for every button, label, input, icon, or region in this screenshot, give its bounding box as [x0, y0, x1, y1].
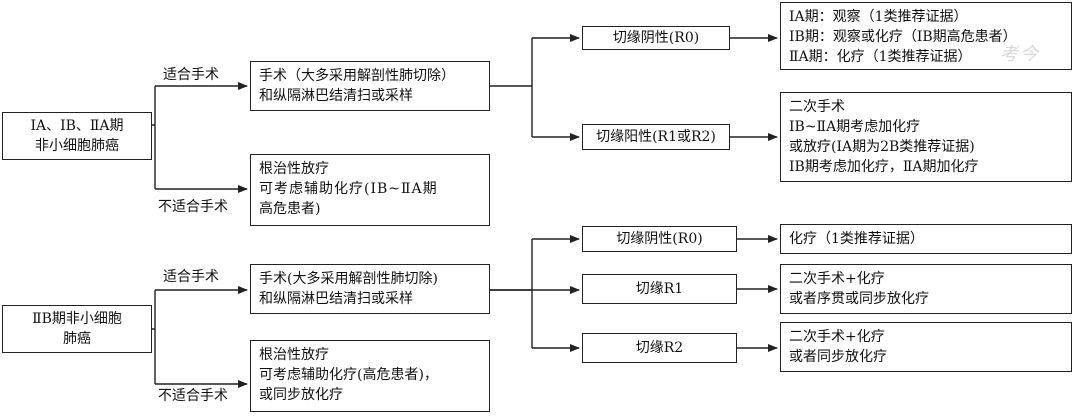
label-surgical-2: 适合手术 — [163, 269, 219, 285]
edge-stage1-trunk — [152, 86, 156, 189]
radiotherapy-box-1-line: 根治性放疗 — [259, 161, 329, 177]
outcome-r2-line-2: 或者同步放化疗 — [789, 349, 887, 365]
outcome-r1-line-2: 二次手术+化疗 — [789, 271, 885, 287]
stage-box-1: ⅠA、ⅠB、ⅡA期 非小细胞肺癌 — [2, 112, 152, 160]
outcome-r0-line-1: ⅠB期：观察或化疗（ⅠB期高危患者） — [789, 29, 1017, 45]
outcome-r0-box-1: ⅠA期：观察（1类推荐证据） ⅠB期：观察或化疗（ⅠB期高危患者） ⅡA期：化疗… — [780, 2, 1072, 70]
radiotherapy-box-1-line: 高危患者) — [259, 201, 321, 217]
margin-r0-box-2: 切缘阴性(R0) — [582, 226, 737, 252]
outcome-r1r2-line-1: ⅠB~ⅡA期考虑加化疗 — [789, 119, 921, 135]
surgery-box-1: 手术（大多采用解剖性肺切除） 和纵隔淋巴结清扫或采样 — [250, 61, 490, 111]
margin-r2-box-2: 切缘R2 — [582, 333, 737, 363]
surgery-box-1-line: 和纵隔淋巴结清扫或采样 — [259, 88, 413, 104]
outcome-r0-line-2: 化疗（1类推荐证据） — [789, 231, 924, 247]
stage-box-2: ⅡB期非小细胞 肺癌 — [2, 305, 152, 353]
stage-box-1-line: ⅠA、ⅠB、ⅡA期 — [30, 118, 124, 134]
margin-r0-label-2: 切缘阴性(R0) — [616, 231, 703, 247]
label-not-surgical-1: 不适合手术 — [158, 199, 228, 215]
stage-box-1-line: 非小细胞肺癌 — [35, 138, 119, 154]
edge-surgery2-split — [490, 239, 533, 348]
surgery-box-1-line: 手术（大多采用解剖性肺切除） — [259, 68, 455, 84]
stage-box-2-line: 肺癌 — [63, 331, 91, 347]
outcome-r1r2-box-1: 二次手术 ⅠB~ⅡA期考虑加化疗 或放疗(ⅠA期为2B类推荐证据) ⅠB期考虑加… — [780, 92, 1072, 182]
margin-r1-label-2: 切缘R1 — [635, 281, 684, 297]
radiotherapy-box-2-line: 根治性放疗 — [259, 347, 329, 363]
outcome-r1r2-line-1: 二次手术 — [789, 99, 845, 115]
outcome-r1r2-line-1: 或放疗(ⅠA期为2B类推荐证据) — [789, 139, 975, 155]
margin-r0-box-1: 切缘阴性(R0) — [582, 26, 730, 50]
label-not-surgical-2: 不适合手术 — [158, 388, 228, 404]
margin-r2-label-2: 切缘R2 — [635, 340, 684, 356]
edge-stage2-trunk — [152, 290, 156, 384]
margin-r1r2-box-1: 切缘阳性(R1或R2) — [582, 124, 730, 150]
label-surgical-1: 适合手术 — [163, 67, 219, 83]
outcome-r0-line-1: ⅡA期：化疗（1类推荐证据） — [789, 49, 972, 65]
radiotherapy-box-2-line: 或同步放化疗 — [259, 387, 343, 403]
outcome-r0-box-2: 化疗（1类推荐证据） — [780, 224, 1072, 254]
outcome-r2-line-2: 二次手术+化疗 — [789, 329, 885, 345]
surgery-box-2-line: 和纵隔淋巴结清扫或采样 — [259, 291, 413, 307]
outcome-r2-box-2: 二次手术+化疗 或者同步放化疗 — [780, 322, 1072, 372]
radiotherapy-box-1-line: 可考虑辅助化疗(ⅠB~ⅡA期 — [259, 181, 438, 197]
outcome-r1r2-line-1: ⅠB期考虑加化疗，ⅡA期加化疗 — [789, 159, 979, 175]
surgery-box-2: 手术(大多采用解剖性肺切除) 和纵隔淋巴结清扫或采样 — [250, 264, 490, 314]
stage-box-2-line: ⅡB期非小细胞 — [32, 311, 122, 327]
outcome-r1-line-2: 或者序贯或同步放化疗 — [789, 291, 929, 307]
watermark: 考今 — [1000, 44, 1040, 65]
margin-r1r2-label-1: 切缘阳性(R1或R2) — [596, 129, 716, 145]
radiotherapy-box-1: 根治性放疗 可考虑辅助化疗(ⅠB~ⅡA期 高危患者) — [250, 154, 490, 226]
margin-r1-box-2: 切缘R1 — [582, 274, 737, 304]
edge-surgery1-split — [490, 38, 533, 137]
radiotherapy-box-2-line: 可考虑辅助化疗(高危患者)， — [259, 367, 438, 383]
radiotherapy-box-2: 根治性放疗 可考虑辅助化疗(高危患者)， 或同步放化疗 — [250, 340, 490, 412]
outcome-r1-box-2: 二次手术+化疗 或者序贯或同步放化疗 — [780, 264, 1072, 314]
surgery-box-2-line: 手术(大多采用解剖性肺切除) — [259, 271, 438, 287]
outcome-r0-line-1: ⅠA期：观察（1类推荐证据） — [789, 9, 968, 25]
margin-r0-label-1: 切缘阴性(R0) — [612, 30, 700, 46]
